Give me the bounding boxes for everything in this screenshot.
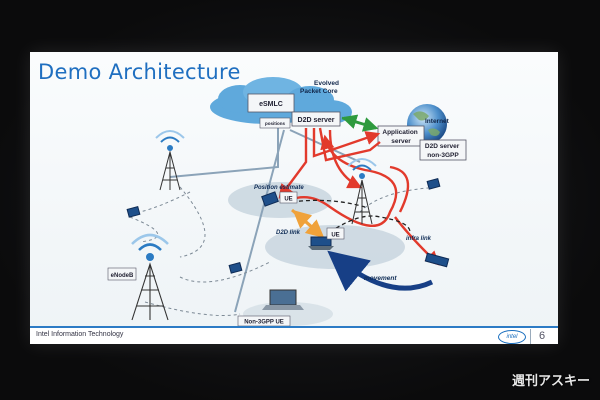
svg-text:UE: UE xyxy=(284,197,292,203)
internet-label: Internet xyxy=(425,118,450,125)
non3gpp-ue-box: Non-3GPP UE xyxy=(237,315,291,326)
dashed-links xyxy=(291,199,411,233)
page-number: 6 xyxy=(530,329,553,344)
position-estimate-label: Position estimate xyxy=(254,185,304,191)
core-network-line2: Packet Core xyxy=(300,88,338,95)
core-network-line1: Evolved xyxy=(314,80,339,87)
movement-arrow xyxy=(327,250,434,292)
svg-text:positions: positions xyxy=(265,121,285,126)
slide: Demo Architecture xyxy=(30,52,558,344)
red-data-links xyxy=(278,127,440,266)
esmlc-node: eSMLC xyxy=(247,93,295,113)
ue-box-1: UE xyxy=(279,191,298,204)
app-server-line1: Application xyxy=(382,129,417,136)
slide-title: Demo Architecture xyxy=(38,60,241,84)
coverage-paths xyxy=(129,186,429,316)
enodeb-tower xyxy=(131,233,169,321)
d2d-server-non3gpp-node: D2D server non-3GPP xyxy=(419,139,467,161)
app-server-line2: server xyxy=(391,138,411,145)
footer-text: Intel Information Technology xyxy=(36,331,124,338)
positions-node: positions xyxy=(259,117,291,129)
architecture-diagram: Evolved Packet Core eSMLC positions D2D … xyxy=(107,77,467,326)
svg-text:D2D server: D2D server xyxy=(298,117,335,124)
application-server-node: Application server xyxy=(377,125,425,147)
cell-tower-top xyxy=(155,130,185,191)
d2d-server-node: D2D server xyxy=(291,111,341,127)
svg-text:UE: UE xyxy=(331,233,339,239)
infra-link-label: infra link xyxy=(406,236,432,242)
svg-text:Non-3GPP UE: Non-3GPP UE xyxy=(244,320,284,326)
enodeb-label: eNodeB xyxy=(107,267,137,281)
publisher-watermark: 週刊アスキー xyxy=(512,374,591,389)
cell-tower-center xyxy=(347,158,377,225)
svg-text:eSMLC: eSMLC xyxy=(259,101,283,108)
d2d-non3gpp-line2: non-3GPP xyxy=(427,152,459,159)
svg-text:Application server: Application server xyxy=(382,129,419,145)
device-icons xyxy=(126,177,450,310)
core-network-label: Evolved Packet Core xyxy=(300,80,341,95)
svg-text:D2D server non-3GPP: D2D server non-3GPP xyxy=(425,143,461,159)
intel-logo: intel xyxy=(498,330,526,344)
svg-text:eNodeB: eNodeB xyxy=(111,273,134,279)
ue-box-2: UE xyxy=(326,227,345,240)
d2d-non3gpp-line1: D2D server xyxy=(425,143,460,150)
slide-footer: Intel Information Technology intel 6 xyxy=(30,326,558,344)
movement-label: movement xyxy=(364,275,397,282)
d2d-link-label: D2D link xyxy=(276,230,301,236)
